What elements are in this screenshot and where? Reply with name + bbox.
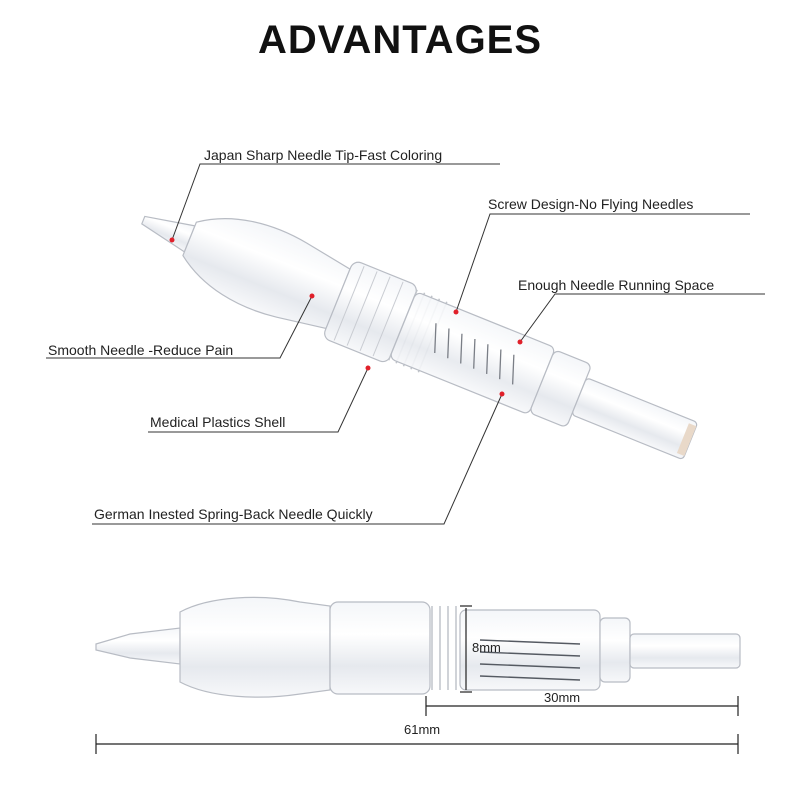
marker-shell	[365, 365, 371, 371]
marker-smooth-needle	[309, 293, 315, 299]
callout-lines	[46, 163, 765, 525]
callout-spring: German Inested Spring-Back Needle Quickl…	[94, 506, 373, 522]
angled-cartridge	[141, 215, 698, 460]
lower-spring	[479, 639, 581, 681]
page-title: ADVANTAGES	[257, 18, 543, 62]
cartridge-front-shell	[182, 218, 351, 330]
leader-screw	[455, 213, 750, 313]
lower-shaft	[629, 633, 741, 669]
callout-screw: Screw Design-No Flying Needles	[488, 196, 694, 212]
dimension-61mm: 61mm	[404, 722, 441, 737]
callout-markers	[169, 237, 523, 397]
lower-threads	[431, 606, 457, 690]
leader-spring	[92, 393, 503, 525]
marker-spring	[499, 391, 505, 397]
cartridge-spring	[434, 323, 515, 385]
marker-running-space	[517, 339, 523, 345]
callout-smooth-needle: Smooth Needle -Reduce Pain	[48, 342, 234, 358]
cartridge-barrel	[390, 292, 555, 414]
dimension-8mm: 8mm	[472, 640, 501, 655]
leader-smooth-needle	[46, 295, 313, 359]
dimension-lines	[95, 605, 739, 754]
callout-shell: Medical Plastics Shell	[150, 414, 286, 430]
lower-collar	[329, 601, 431, 695]
horizontal-cartridge	[95, 596, 741, 698]
lower-rear-cap	[599, 617, 631, 683]
cartridge-tip	[141, 215, 196, 253]
cartridge-shaft	[572, 378, 698, 460]
callout-running-space: Enough Needle Running Space	[518, 277, 715, 293]
leader-needle-tip	[171, 163, 500, 241]
leader-shell	[148, 367, 369, 433]
lower-front-shell	[179, 596, 331, 698]
lower-tip	[95, 627, 181, 665]
callout-needle-tip: Japan Sharp Needle Tip-Fast Coloring	[204, 147, 443, 163]
marker-screw	[453, 309, 459, 315]
marker-needle-tip	[169, 237, 175, 243]
leader-running-space	[519, 293, 765, 343]
dimension-30mm: 30mm	[544, 690, 581, 705]
